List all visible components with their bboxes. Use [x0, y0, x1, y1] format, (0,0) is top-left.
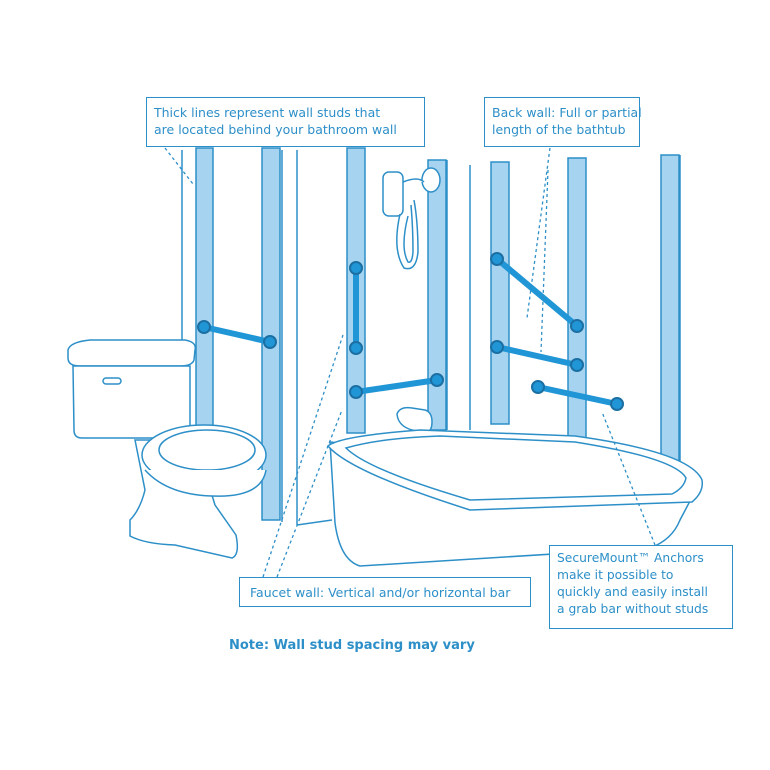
wall-studs	[195, 147, 680, 521]
wall-studs-callout: Thick lines represent wall studs that ar…	[146, 97, 425, 147]
stud	[660, 154, 680, 474]
callout-line: quickly and easily install	[557, 585, 708, 599]
shower-head-icon	[382, 167, 441, 270]
stud	[567, 157, 587, 449]
wall-outlines	[181, 150, 681, 526]
leader-back	[526, 147, 551, 319]
spacing-note: Note: Wall stud spacing may vary	[229, 638, 475, 653]
leader-back-2	[540, 169, 549, 353]
stud	[427, 159, 447, 431]
back-wall-callout: Back wall: Full or partial length of the…	[484, 97, 642, 147]
leader-faucet-1	[262, 334, 344, 578]
bathtub	[326, 406, 704, 567]
leader-lines	[164, 147, 656, 578]
callout-line: Faucet wall: Vertical and/or horizontal …	[250, 585, 511, 600]
callout-line: length of the bathtub	[492, 122, 626, 137]
callout-line: Thick lines represent wall studs that	[154, 105, 381, 120]
leader-faucet-2	[276, 409, 343, 578]
stud	[261, 147, 281, 521]
leader-studs	[164, 147, 194, 185]
callout-line: Back wall: Full or partial	[492, 105, 642, 120]
callout-line: are located behind your bathroom wall	[154, 122, 397, 137]
securemount-callout: SecureMount™ Anchors make it possible to…	[549, 545, 733, 629]
grab-bars	[197, 252, 624, 411]
callout-line: make it possible to	[557, 568, 674, 582]
callout-line: SecureMount™ Anchors	[557, 551, 704, 565]
stud	[195, 147, 214, 429]
stud	[490, 161, 510, 425]
toilet	[67, 339, 267, 559]
callout-line: a grab bar without studs	[557, 602, 709, 616]
faucet-wall-callout: Faucet wall: Vertical and/or horizontal …	[239, 577, 531, 607]
